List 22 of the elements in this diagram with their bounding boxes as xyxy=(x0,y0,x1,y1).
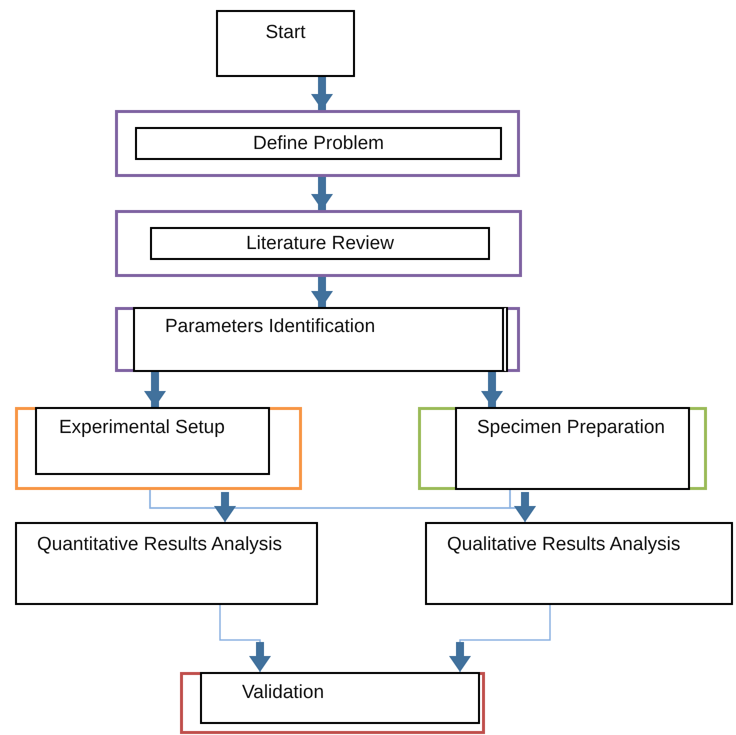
box-label: Validation xyxy=(242,681,326,705)
box-label: Quantitative Results Analysis xyxy=(37,533,284,557)
process-box xyxy=(150,227,490,260)
group-frame xyxy=(115,210,522,277)
box-label: Experimental Setup xyxy=(59,416,226,440)
group-frame xyxy=(180,672,485,734)
box-label: Start xyxy=(264,21,307,45)
process-box xyxy=(200,672,480,724)
process-box xyxy=(425,522,733,605)
group-frame xyxy=(418,407,707,490)
process-box xyxy=(455,407,690,490)
process-box xyxy=(135,127,502,160)
box-label: Qualitative Results Analysis xyxy=(447,533,682,557)
process-box xyxy=(15,522,318,605)
box-label: Specimen Preparation xyxy=(477,416,666,440)
process-box xyxy=(35,407,270,475)
group-frame xyxy=(15,407,302,490)
group-frame xyxy=(115,110,520,177)
box-label: Parameters Identification xyxy=(165,315,376,339)
box-label: Define Problem xyxy=(252,132,385,156)
process-box xyxy=(216,10,355,77)
box-label: Literature Review xyxy=(245,232,395,256)
